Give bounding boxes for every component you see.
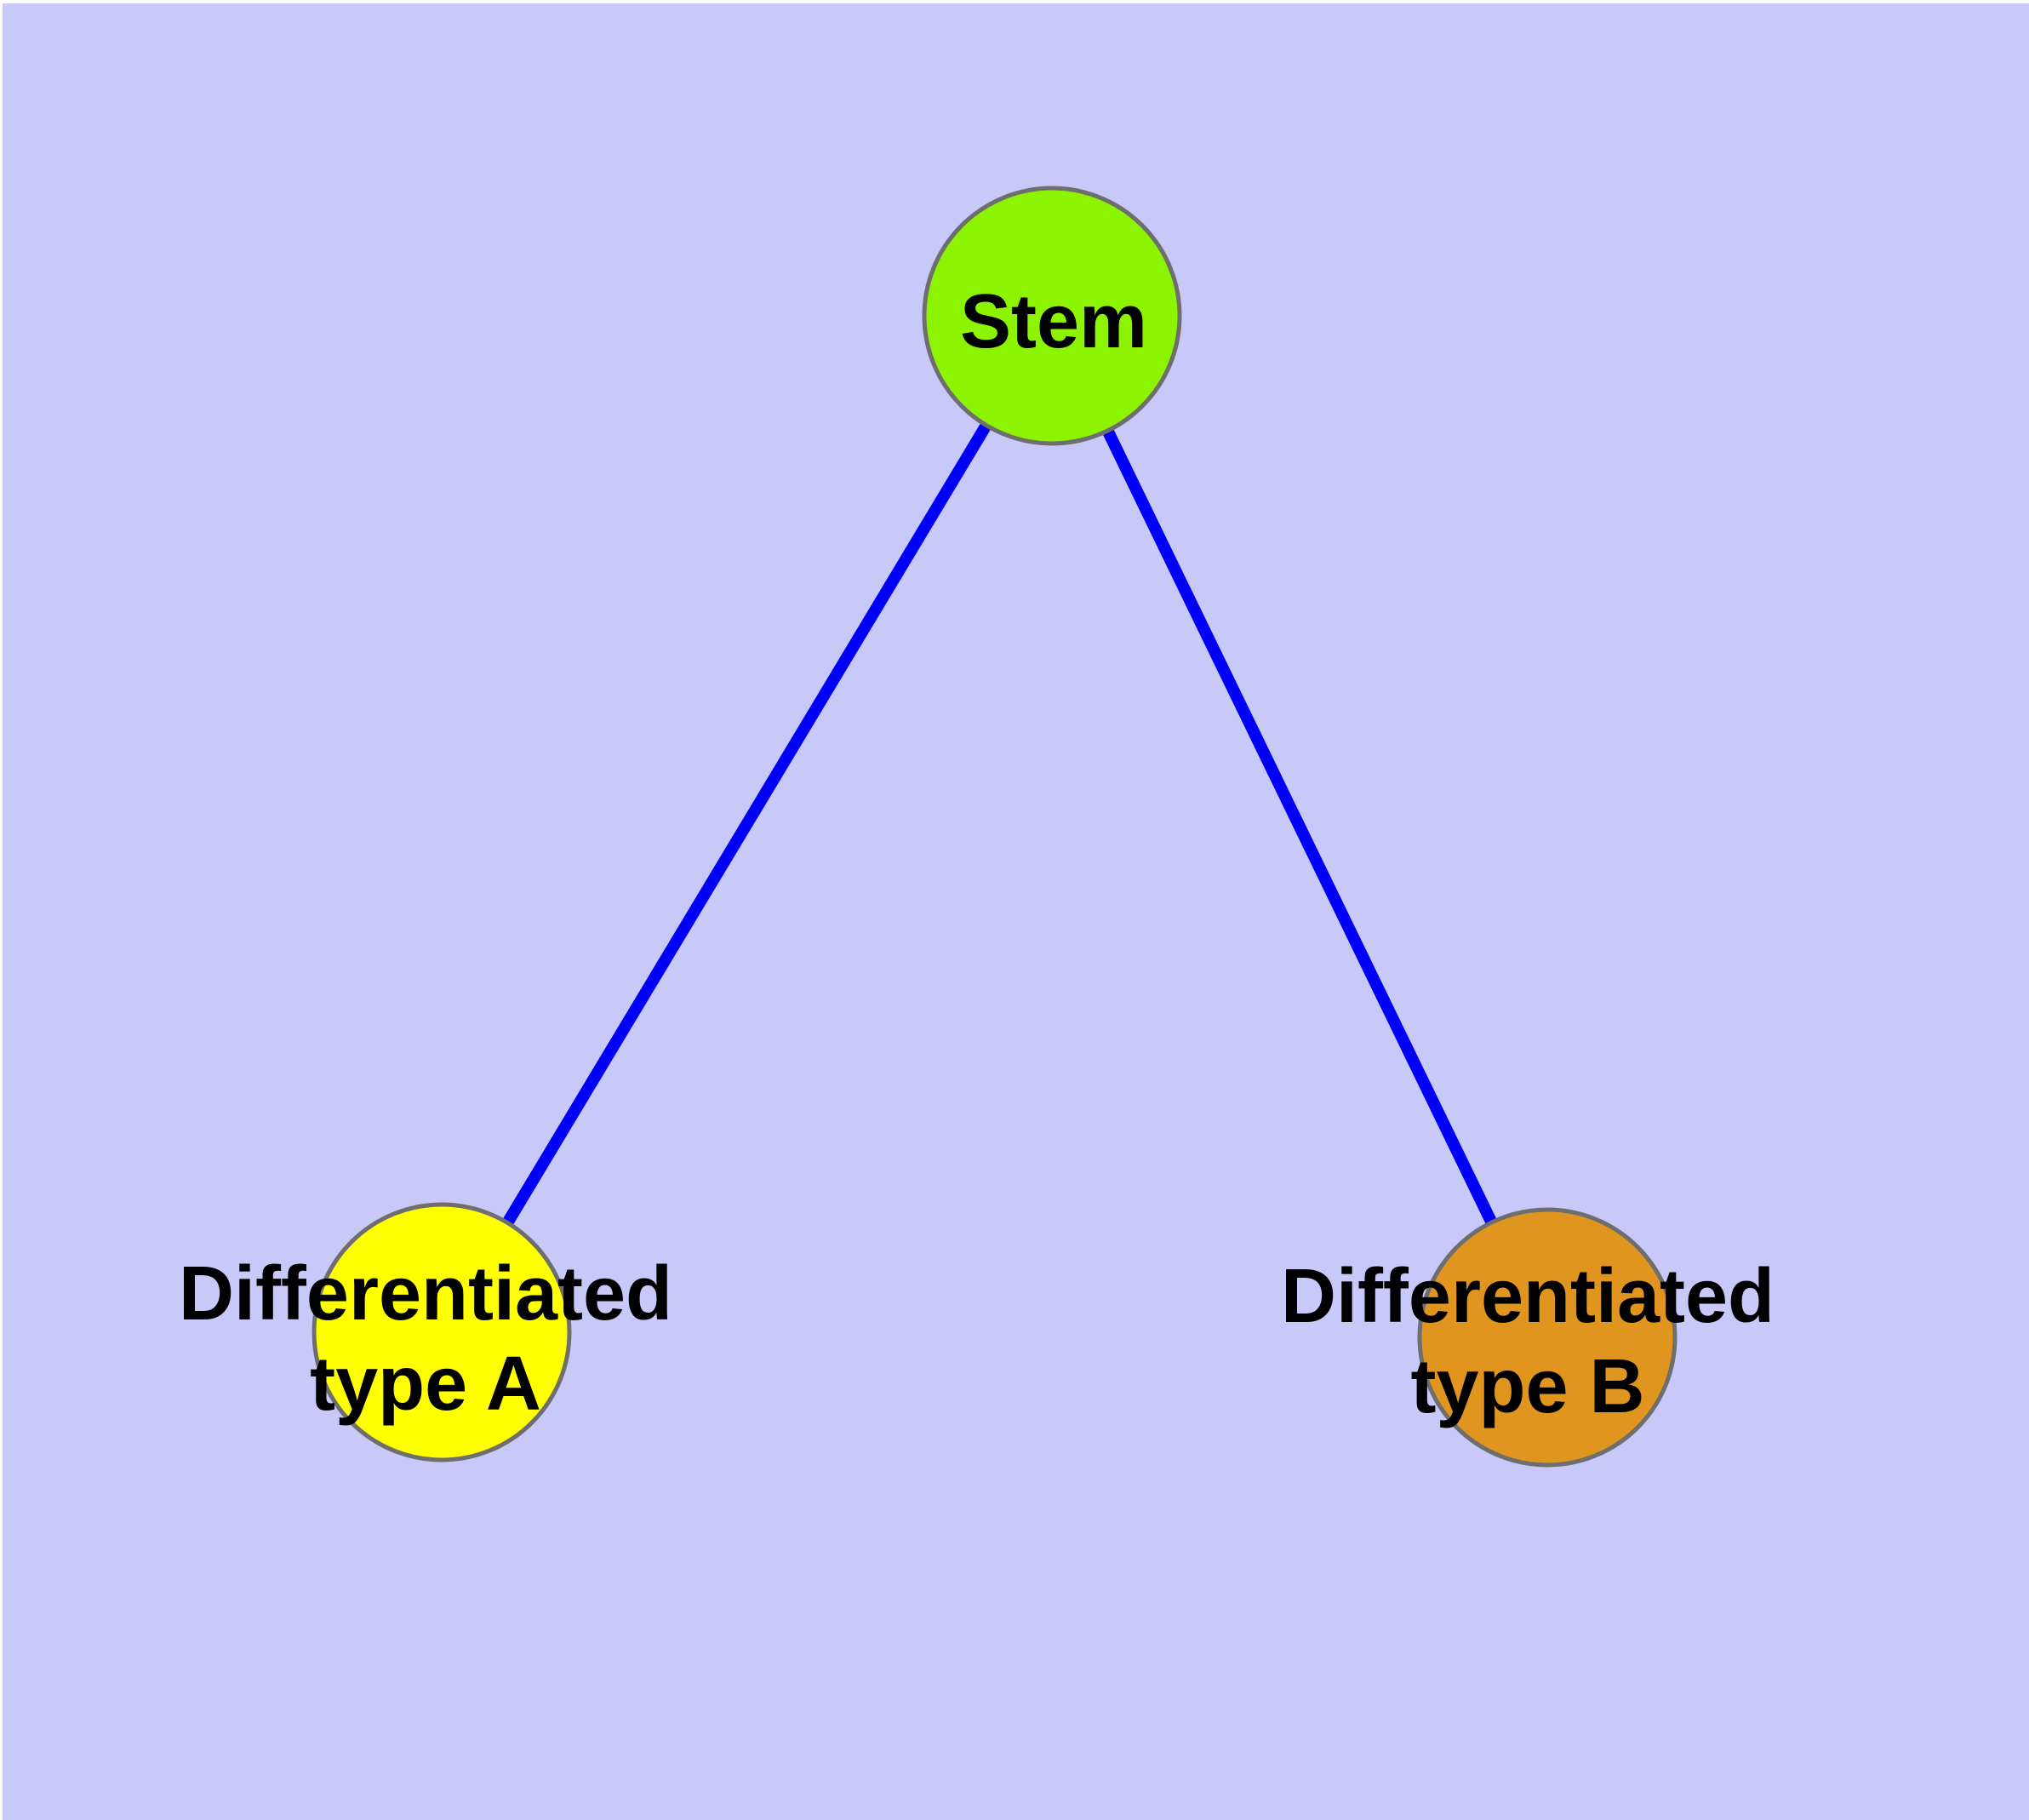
node-type-b-circle <box>1417 1207 1677 1468</box>
node-type-b-label-line1: Differentiated <box>1281 1254 1775 1339</box>
edges <box>436 312 1553 1341</box>
nodes <box>311 186 1677 1468</box>
node-stem-label: Stem <box>960 279 1147 364</box>
edge-stem-to-type-a <box>436 312 1058 1336</box>
node-type-a-label-line2: type A <box>310 1342 541 1427</box>
node-type-b-label-line2: type B <box>1410 1344 1644 1429</box>
node-labels: Stem Differentiated type A Differentiate… <box>179 279 1775 1429</box>
node-type-a-circle <box>311 1202 572 1462</box>
node-stem-circle <box>922 186 1182 446</box>
edge-stem-to-type-b <box>1046 312 1553 1341</box>
node-type-a-label-line1: Differentiated <box>179 1251 672 1336</box>
